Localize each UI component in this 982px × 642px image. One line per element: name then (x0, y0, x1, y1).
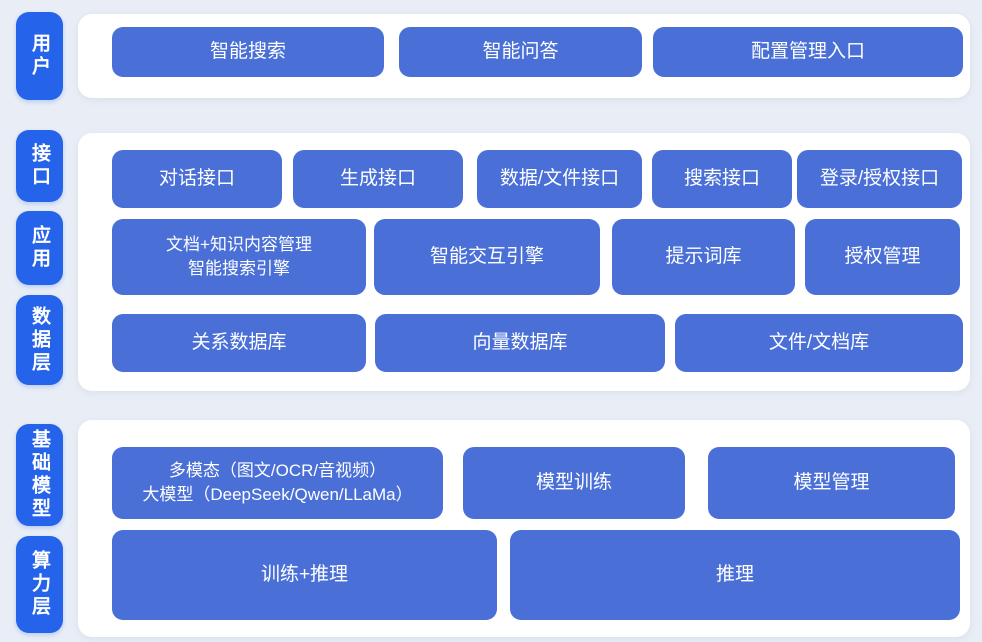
block-login-auth-api: 登录/授权接口 (797, 150, 962, 208)
layer-label-compute: 算力层 (16, 536, 63, 633)
block-config-management-entry: 配置管理入口 (653, 27, 963, 77)
block-auth-management: 授权管理 (805, 219, 960, 295)
layer-label-data: 数据层 (16, 295, 63, 385)
block-vector-db: 向量数据库 (375, 314, 665, 372)
panel-middle-layers: 对话接口 生成接口 数据/文件接口 搜索接口 登录/授权接口 文档+知识内容管理… (78, 133, 970, 391)
block-smart-search: 智能搜索 (112, 27, 384, 77)
layer-label-data-text: 数据层 (29, 305, 50, 375)
panel-user-layer: 智能搜索 智能问答 配置管理入口 (78, 14, 970, 98)
layer-label-user-text: 用户 (29, 33, 50, 79)
block-inference: 推理 (510, 530, 960, 620)
block-generation-api: 生成接口 (293, 150, 463, 208)
panel-bottom-layers: 多模态（图文/OCR/音视频） 大模型（DeepSeek/Qwen/LLaMa）… (78, 420, 970, 637)
block-multimodal-llm: 多模态（图文/OCR/音视频） 大模型（DeepSeek/Qwen/LLaMa） (112, 447, 443, 519)
block-model-training: 模型训练 (463, 447, 685, 519)
block-prompt-library: 提示词库 (612, 219, 795, 295)
layer-label-interface: 接口 (16, 130, 63, 202)
layer-label-foundation-model: 基础模型 (16, 424, 63, 526)
layer-label-foundation-model-text: 基础模型 (29, 429, 50, 521)
block-data-file-api: 数据/文件接口 (477, 150, 642, 208)
layer-label-application: 应用 (16, 211, 63, 285)
block-doc-knowledge-search-engine: 文档+知识内容管理 智能搜索引擎 (112, 219, 366, 295)
layer-label-compute-text: 算力层 (29, 550, 50, 619)
block-smart-qa: 智能问答 (399, 27, 642, 77)
layer-label-application-text: 应用 (29, 225, 50, 271)
block-file-doc-store: 文件/文档库 (675, 314, 963, 372)
block-training-inference: 训练+推理 (112, 530, 497, 620)
block-dialog-api: 对话接口 (112, 150, 282, 208)
layer-label-interface-text: 接口 (29, 143, 50, 189)
block-search-api: 搜索接口 (652, 150, 792, 208)
layer-label-user: 用户 (16, 12, 63, 100)
block-relational-db: 关系数据库 (112, 314, 366, 372)
block-interaction-engine: 智能交互引擎 (374, 219, 600, 295)
block-model-management: 模型管理 (708, 447, 955, 519)
